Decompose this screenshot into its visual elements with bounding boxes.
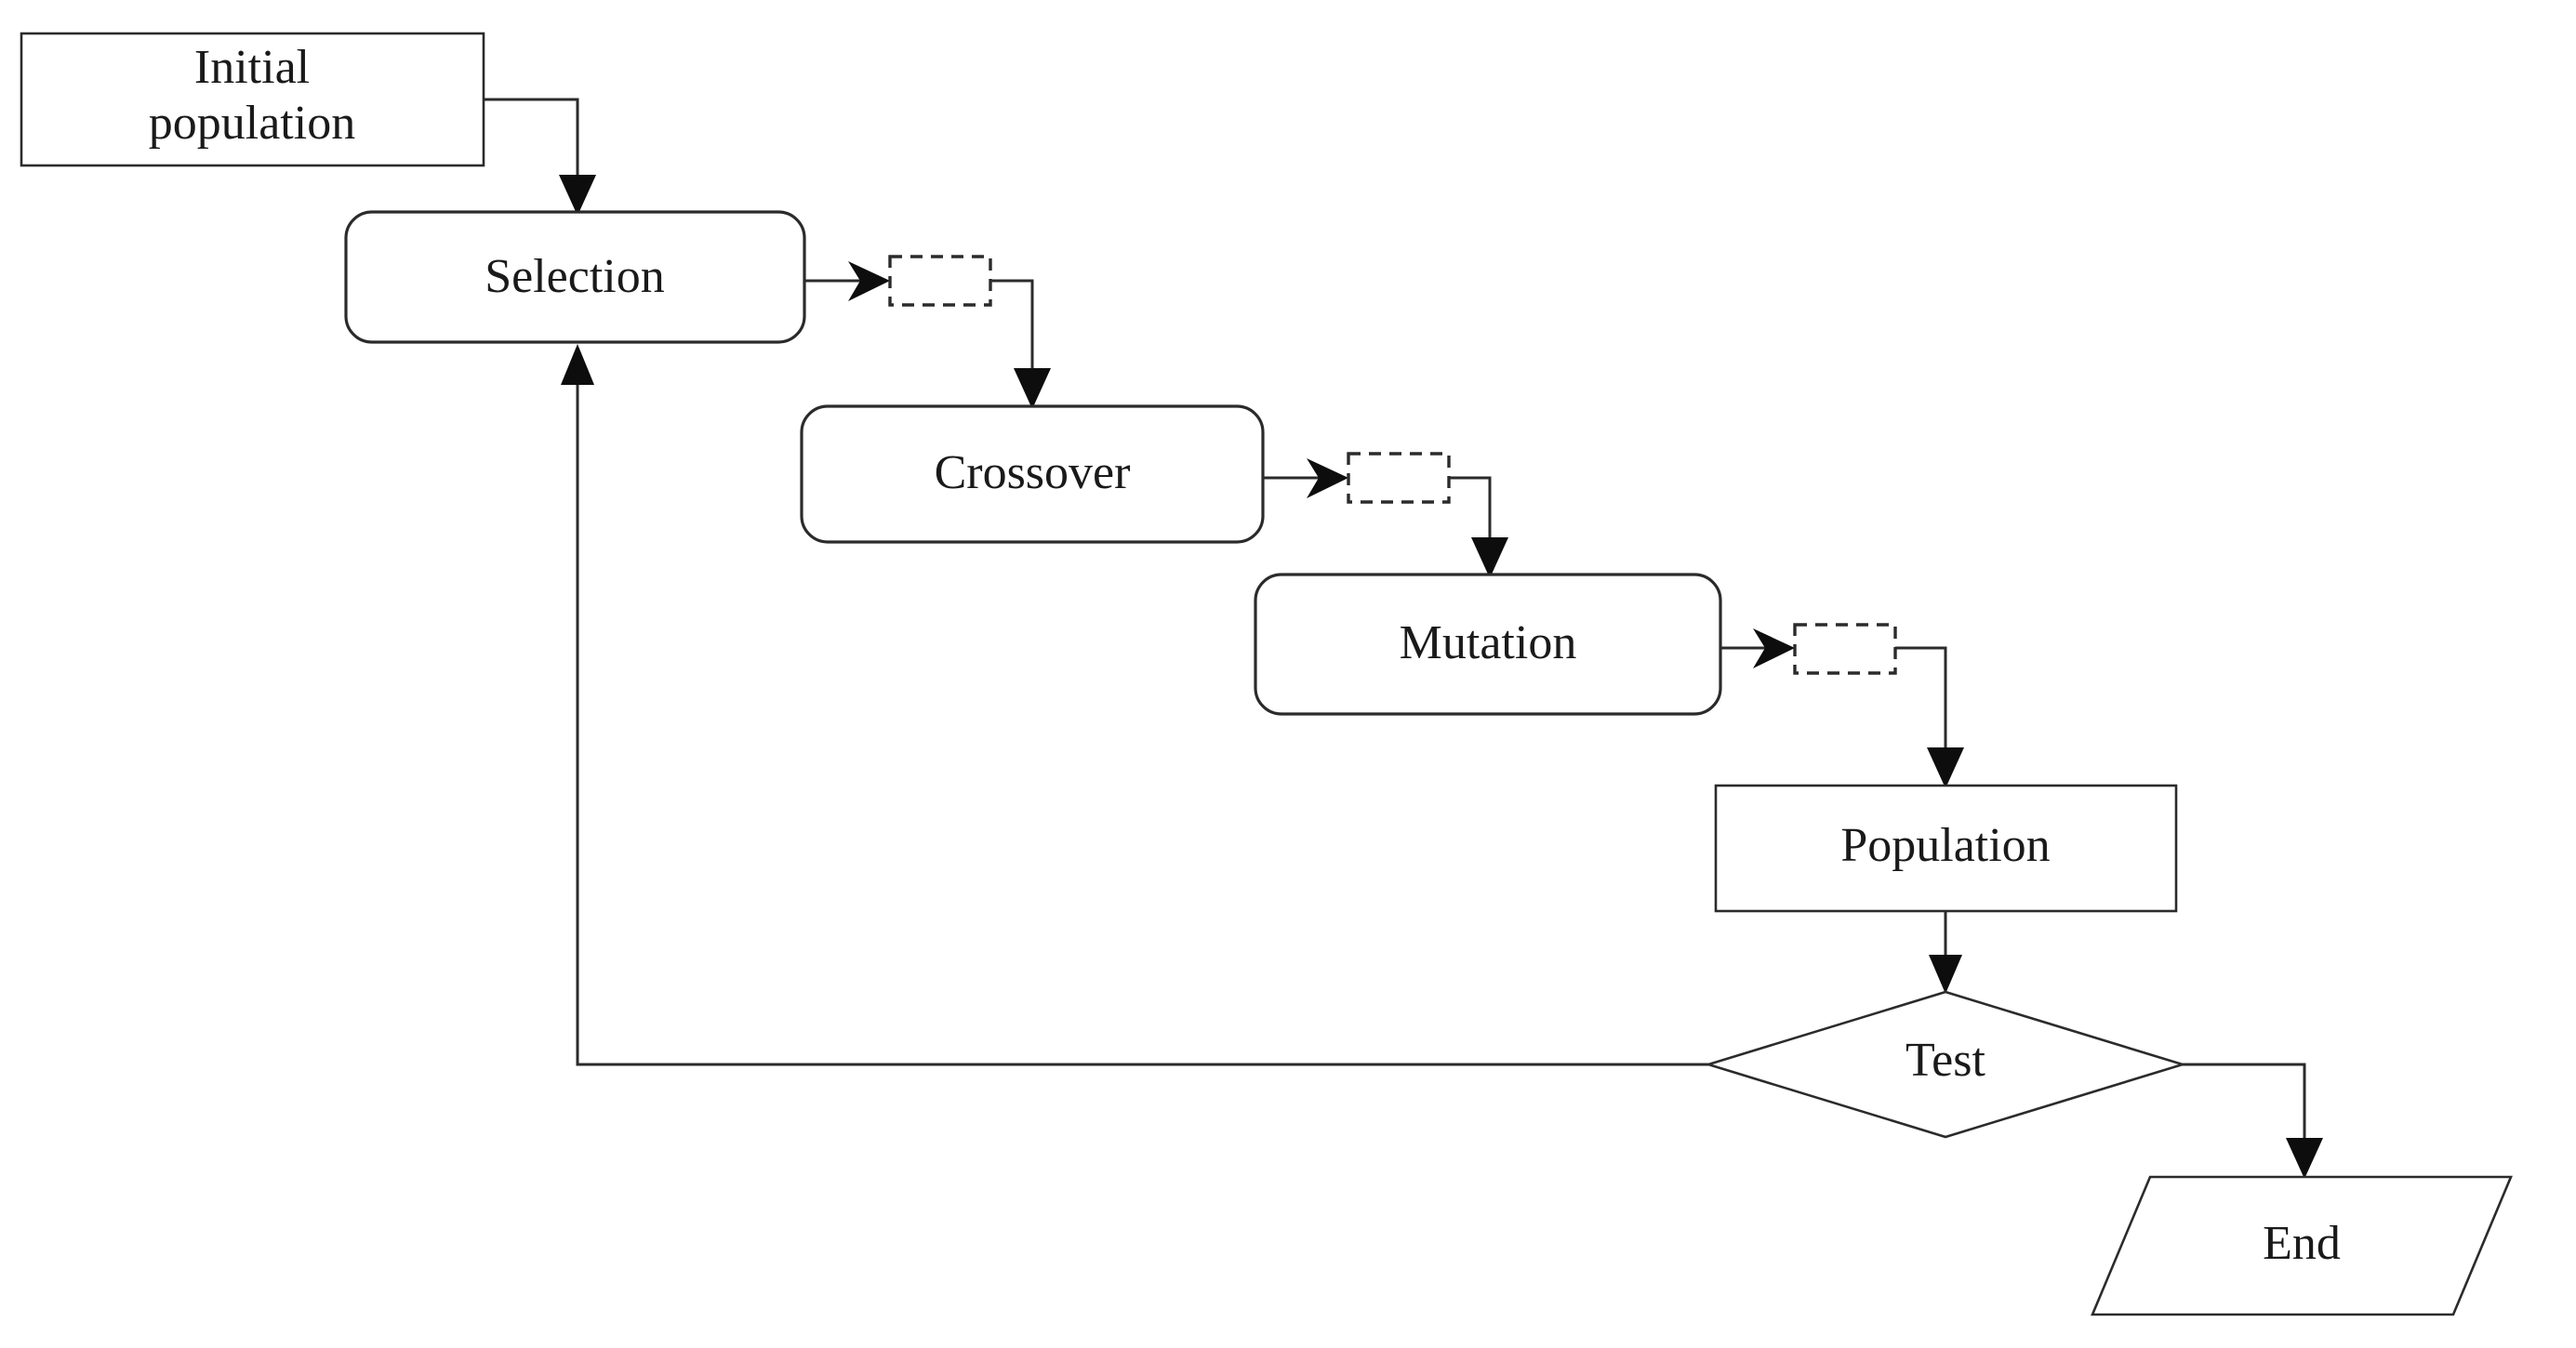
mutation-shape[interactable] [1254, 573, 1722, 716]
test-label: Test [1905, 1034, 1985, 1087]
initial-population-label-line1: Initial [194, 41, 310, 94]
test-shape[interactable] [1704, 990, 2187, 1139]
gate-selection-crossover[interactable] [888, 255, 992, 307]
node-population[interactable]: Population [1714, 784, 2178, 913]
edge-initial-to-selection [484, 98, 596, 216]
edge-crossover-to-gate2 [1263, 458, 1348, 498]
initial-population-shape[interactable] [20, 32, 485, 167]
selection-shape[interactable] [344, 210, 806, 344]
edge-test-to-end [2183, 1063, 2323, 1179]
edge-selection-to-gate1 [804, 261, 890, 301]
population-shape[interactable] [1714, 784, 2178, 913]
edge-test-to-selection-loop [561, 344, 1708, 1066]
edge-population-to-test [1929, 911, 1962, 994]
gate-crossover-mutation-shape[interactable] [1347, 452, 1451, 504]
edge-gate3-to-population [1892, 646, 1964, 788]
selection-label: Selection [485, 250, 665, 303]
node-test[interactable]: Test [1704, 990, 2187, 1139]
population-label: Population [1840, 819, 2050, 872]
crossover-shape[interactable] [800, 404, 1265, 544]
node-end[interactable]: End [2091, 1175, 2513, 1316]
end-label: End [2263, 1217, 2341, 1270]
end-shape[interactable] [2091, 1175, 2513, 1316]
gate-selection-crossover-shape[interactable] [888, 255, 992, 307]
initial-population-label-line2: population [149, 97, 355, 150]
gate-crossover-mutation[interactable] [1347, 452, 1451, 504]
mutation-label: Mutation [1400, 616, 1577, 669]
node-crossover[interactable]: Crossover [800, 404, 1265, 544]
gate-mutation-population-shape[interactable] [1793, 623, 1897, 675]
edge-mutation-to-gate3 [1720, 628, 1795, 668]
node-mutation[interactable]: Mutation [1254, 573, 1722, 716]
crossover-label: Crossover [935, 446, 1131, 499]
node-selection[interactable]: Selection [344, 210, 806, 344]
edge-gate1-to-crossover [990, 279, 1051, 409]
edge-gate2-to-mutation [1449, 476, 1508, 578]
gate-mutation-population[interactable] [1793, 623, 1897, 675]
node-initial-population[interactable]: Initial population [20, 32, 485, 167]
